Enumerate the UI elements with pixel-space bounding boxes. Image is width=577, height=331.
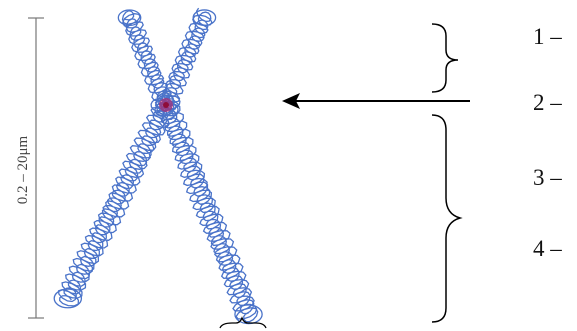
label-3: 3 – (533, 165, 562, 190)
lower-right-arm (158, 102, 258, 322)
upper-left-arm-tip (118, 10, 140, 25)
centromere (159, 98, 173, 112)
brace-short-arm (432, 24, 458, 92)
lower-left-arm (59, 100, 174, 306)
chromatid-coils (54, 8, 262, 324)
arrow-to-centromere (282, 93, 470, 109)
label-4: 4 – (533, 236, 562, 261)
scale-label: 0.2 – 20μm (15, 135, 31, 204)
label-2: 2 – (533, 90, 562, 115)
brace-long-arm (432, 115, 460, 322)
label-1: 1 – (533, 24, 562, 49)
